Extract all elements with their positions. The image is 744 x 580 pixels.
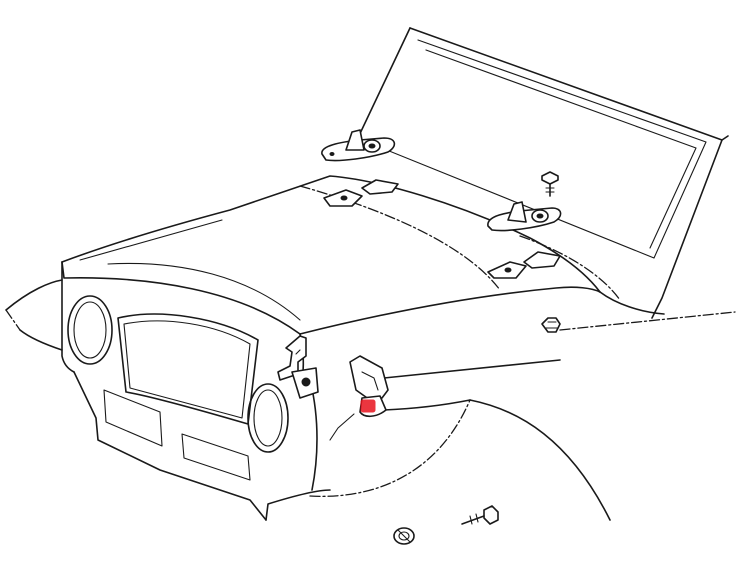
fender: [5, 279, 611, 521]
latch-highlight-marker: [360, 399, 376, 413]
hinge-plate-left-rear: [361, 179, 399, 195]
fender-nut: [541, 317, 561, 333]
windshield-frame: [355, 27, 729, 319]
mounting-screw: [461, 505, 499, 525]
hood-panel: [61, 175, 736, 335]
lock-washer: [393, 527, 415, 545]
hood-latch-bracket: [277, 335, 319, 399]
hood-latch-catch: [329, 355, 389, 441]
hinge-bolt: [541, 171, 559, 197]
hinge-plate-left-front: [323, 189, 363, 207]
hinge-plate-right-rear: [523, 251, 561, 269]
hood-hinge-left: [321, 129, 396, 162]
hood-hinge-right: [487, 201, 562, 232]
grille-panel: [61, 261, 331, 521]
hinge-plate-right-front: [487, 261, 527, 279]
